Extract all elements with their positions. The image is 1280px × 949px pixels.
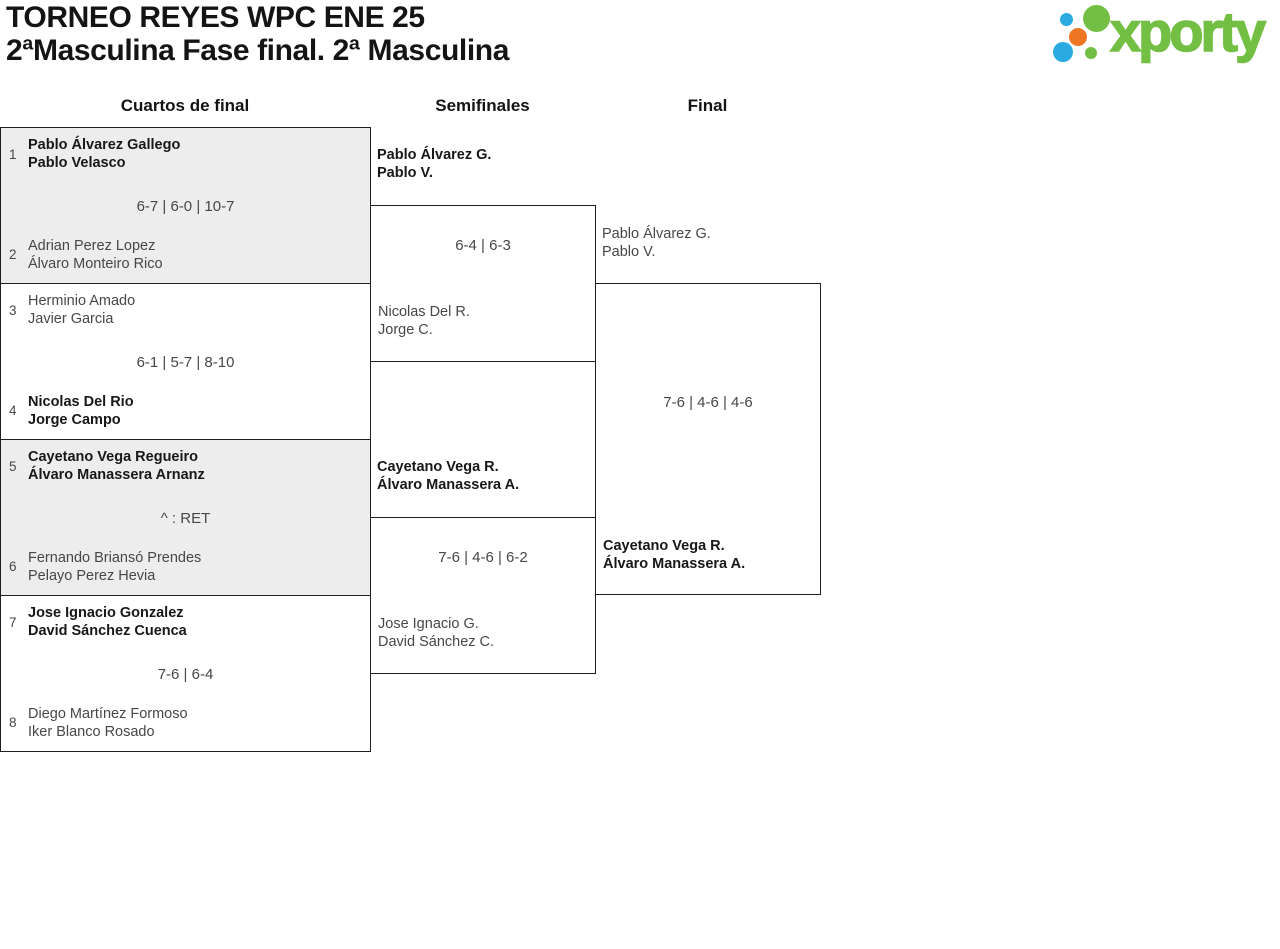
- player-name: Jorge Campo: [28, 411, 121, 428]
- final-team-top: Pablo Álvarez G. Pablo V.: [602, 226, 711, 261]
- seed-number: 4: [9, 403, 17, 418]
- player-name: David Sánchez C.: [378, 633, 495, 650]
- logo-dot-blue-small-icon: [1060, 13, 1073, 26]
- player-name: Diego Martínez Formoso: [28, 706, 188, 722]
- seed-number: 6: [9, 559, 17, 574]
- player-name: Adrian Perez Lopez: [28, 238, 156, 254]
- player-name: Pablo Velasco: [28, 154, 126, 171]
- semifinal-1-team-top: Pablo Álvarez G. Pablo V.: [377, 147, 491, 182]
- xporty-logo: xporty: [1048, 0, 1280, 78]
- team-pair-top: Pablo Álvarez Gallego Pablo Velasco: [28, 137, 180, 172]
- round-header-semifinals: Semifinales: [435, 96, 530, 115]
- round-header-final: Final: [687, 96, 728, 115]
- match-score: 6-4 | 6-3: [455, 237, 511, 254]
- player-name: Pablo Álvarez G.: [602, 226, 711, 242]
- team-pair-bottom: Diego Martínez Formoso Iker Blanco Rosad…: [28, 706, 188, 741]
- player-name: Jorge C.: [378, 321, 433, 338]
- match-score: 6-1 | 5-7 | 8-10: [136, 354, 235, 371]
- player-name: Cayetano Vega R.: [603, 538, 725, 554]
- player-name: Jose Ignacio Gonzalez: [28, 605, 184, 621]
- match-quarterfinal-3[interactable]: 5 Cayetano Vega Regueiro Álvaro Manasser…: [0, 439, 371, 596]
- team-pair-bottom: Nicolas Del Rio Jorge Campo: [28, 394, 134, 429]
- player-name: Fernando Briansó Prendes: [28, 550, 202, 566]
- seed-number: 3: [9, 303, 17, 318]
- page-title: TORNEO REYES WPC ENE 25: [6, 1, 425, 34]
- player-name: Cayetano Vega Regueiro: [28, 449, 199, 465]
- match-score: ^ : RET: [160, 510, 211, 527]
- match-quarterfinal-1[interactable]: 1 Pablo Álvarez Gallego Pablo Velasco 6-…: [0, 127, 371, 284]
- logo-dot-orange-icon: [1069, 28, 1087, 46]
- player-name: Jose Ignacio G.: [378, 616, 479, 632]
- player-name: Pablo Álvarez Gallego: [28, 137, 181, 153]
- player-name: Iker Blanco Rosado: [28, 723, 155, 740]
- semifinal-1-team-bottom: Nicolas Del R. Jorge C.: [378, 304, 470, 339]
- logo-dot-blue-large-icon: [1053, 42, 1073, 62]
- player-name: Pablo Álvarez G.: [377, 147, 492, 163]
- team-pair-bottom: Fernando Briansó Prendes Pelayo Perez He…: [28, 550, 201, 585]
- player-name: Pelayo Perez Hevia: [28, 567, 156, 584]
- match-score: 7-6 | 4-6 | 4-6: [663, 394, 753, 411]
- logo-wordmark: xporty: [1109, 0, 1267, 63]
- team-pair-top: Jose Ignacio Gonzalez David Sánchez Cuen…: [28, 605, 187, 640]
- final-team-bottom: Cayetano Vega R. Álvaro Manassera A.: [603, 538, 745, 573]
- match-semifinal-1[interactable]: 6-4 | 6-3 Nicolas Del R. Jorge C.: [370, 205, 596, 362]
- player-name: Álvaro Manassera Arnanz: [28, 466, 205, 483]
- player-name: Nicolas Del Rio: [28, 394, 134, 410]
- round-header-quarterfinals: Cuartos de final: [120, 96, 250, 115]
- semifinal-2-team-bottom: Jose Ignacio G. David Sánchez C.: [378, 616, 494, 651]
- match-quarterfinal-4[interactable]: 7 Jose Ignacio Gonzalez David Sánchez Cu…: [0, 595, 371, 752]
- player-name: Herminio Amado: [28, 293, 136, 309]
- match-score: 7-6 | 6-4: [157, 666, 214, 683]
- match-semifinal-2[interactable]: 7-6 | 4-6 | 6-2 Jose Ignacio G. David Sá…: [370, 517, 596, 674]
- seed-number: 7: [9, 615, 17, 630]
- player-name: Pablo V.: [377, 164, 433, 181]
- player-name: Álvaro Manassera A.: [603, 555, 746, 572]
- seed-number: 2: [9, 247, 17, 262]
- player-name: Cayetano Vega R.: [377, 459, 499, 475]
- player-name: Álvaro Manassera A.: [377, 476, 520, 493]
- player-name: Javier Garcia: [28, 310, 114, 327]
- logo-dot-green-small-icon: [1085, 47, 1097, 59]
- match-score: 7-6 | 4-6 | 6-2: [438, 549, 528, 566]
- team-pair-top: Herminio Amado Javier Garcia: [28, 293, 135, 328]
- player-name: Álvaro Monteiro Rico: [28, 255, 163, 272]
- seed-number: 5: [9, 459, 17, 474]
- header: TORNEO REYES WPC ENE 25 2ªMasculina Fase…: [6, 1, 509, 67]
- player-name: Pablo V.: [602, 243, 656, 260]
- player-name: Nicolas Del R.: [378, 304, 470, 320]
- player-name: David Sánchez Cuenca: [28, 622, 187, 639]
- seed-number: 8: [9, 715, 17, 730]
- match-final[interactable]: 7-6 | 4-6 | 4-6 Cayetano Vega R. Álvaro …: [595, 283, 821, 595]
- match-score: 6-7 | 6-0 | 10-7: [136, 198, 235, 215]
- page-subtitle: 2ªMasculina Fase final. 2ª Masculina: [6, 34, 509, 67]
- team-pair-top: Cayetano Vega Regueiro Álvaro Manassera …: [28, 449, 205, 484]
- semifinal-2-team-top: Cayetano Vega R. Álvaro Manassera A.: [377, 459, 519, 494]
- team-pair-bottom: Adrian Perez Lopez Álvaro Monteiro Rico: [28, 238, 163, 273]
- match-quarterfinal-2[interactable]: 3 Herminio Amado Javier Garcia 6-1 | 5-7…: [0, 283, 371, 440]
- logo-dot-green-large-icon: [1083, 5, 1110, 32]
- seed-number: 1: [9, 147, 17, 162]
